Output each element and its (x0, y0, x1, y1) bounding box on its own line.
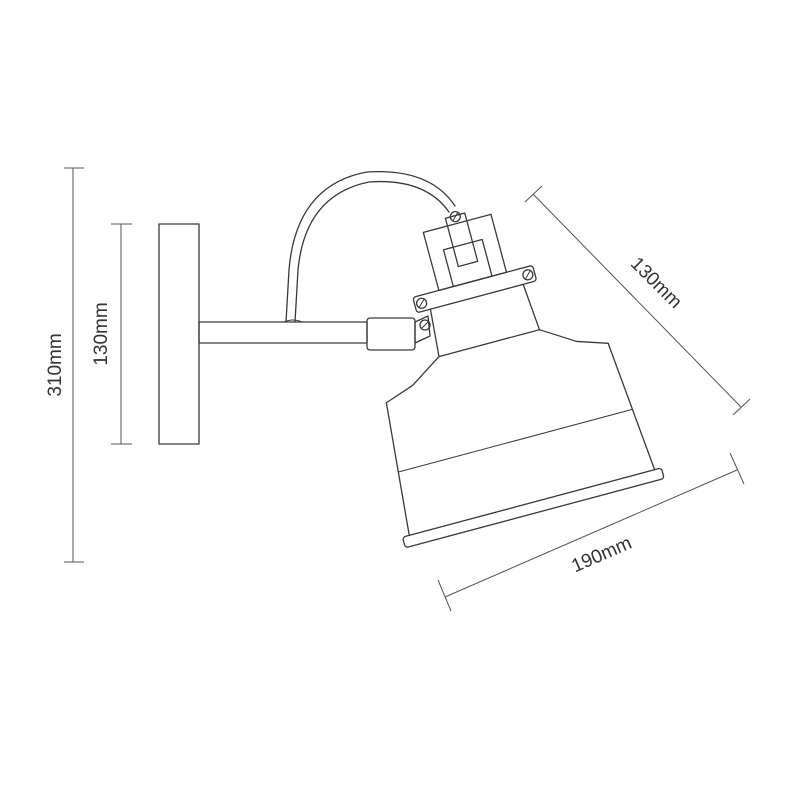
total-height-label: 310mm (45, 333, 66, 396)
shade-rim (402, 467, 665, 548)
power-cable (285, 170, 456, 323)
shade-neck-band (412, 265, 537, 313)
swivel-joint (366, 315, 431, 351)
plate-height-label: 130mm (91, 302, 112, 365)
wall-plate (158, 223, 200, 445)
lamp-arm (198, 319, 368, 344)
shade-height-label: 130mm (626, 253, 686, 313)
shade-width-dimension: 190mm (437, 452, 745, 612)
lamp-shade (385, 210, 665, 548)
socket-cage (422, 210, 508, 292)
shade-height-dimension: 130mm (524, 185, 751, 416)
total-height-dimension: 310mm (45, 167, 84, 563)
plate-height-dimension: 130mm (91, 223, 132, 445)
